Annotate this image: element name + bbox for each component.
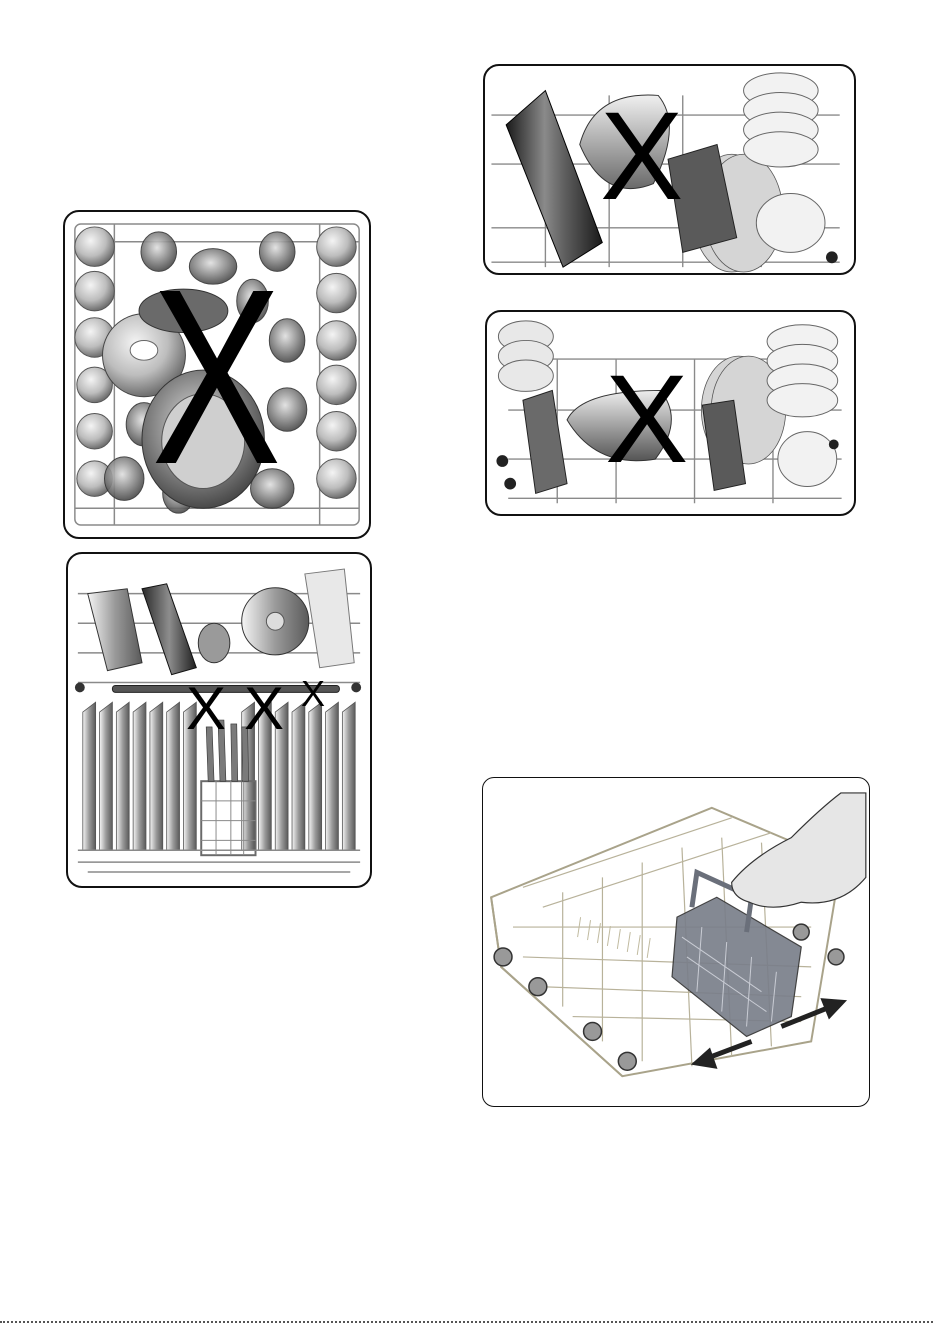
cutlery-basket-illustration <box>483 778 869 1106</box>
x-mark-icon: X <box>600 94 683 219</box>
x-mark-icon: X <box>244 679 284 739</box>
upper-basket-side-view-1-figure: X <box>483 64 856 275</box>
cutlery-basket-figure <box>482 777 870 1107</box>
x-mark-icon: X <box>151 252 281 502</box>
upper-basket-side-view-2-figure: X <box>485 310 856 516</box>
lower-basket-front-view-figure: X X X <box>66 552 372 888</box>
x-mark-icon: X <box>301 676 325 712</box>
x-mark-icon: X <box>605 357 688 482</box>
page-bottom-dotted-line <box>0 1321 933 1323</box>
x-mark-icon: X <box>186 679 226 739</box>
upper-basket-top-view-figure: X <box>63 210 371 539</box>
hand-icon <box>732 793 866 907</box>
